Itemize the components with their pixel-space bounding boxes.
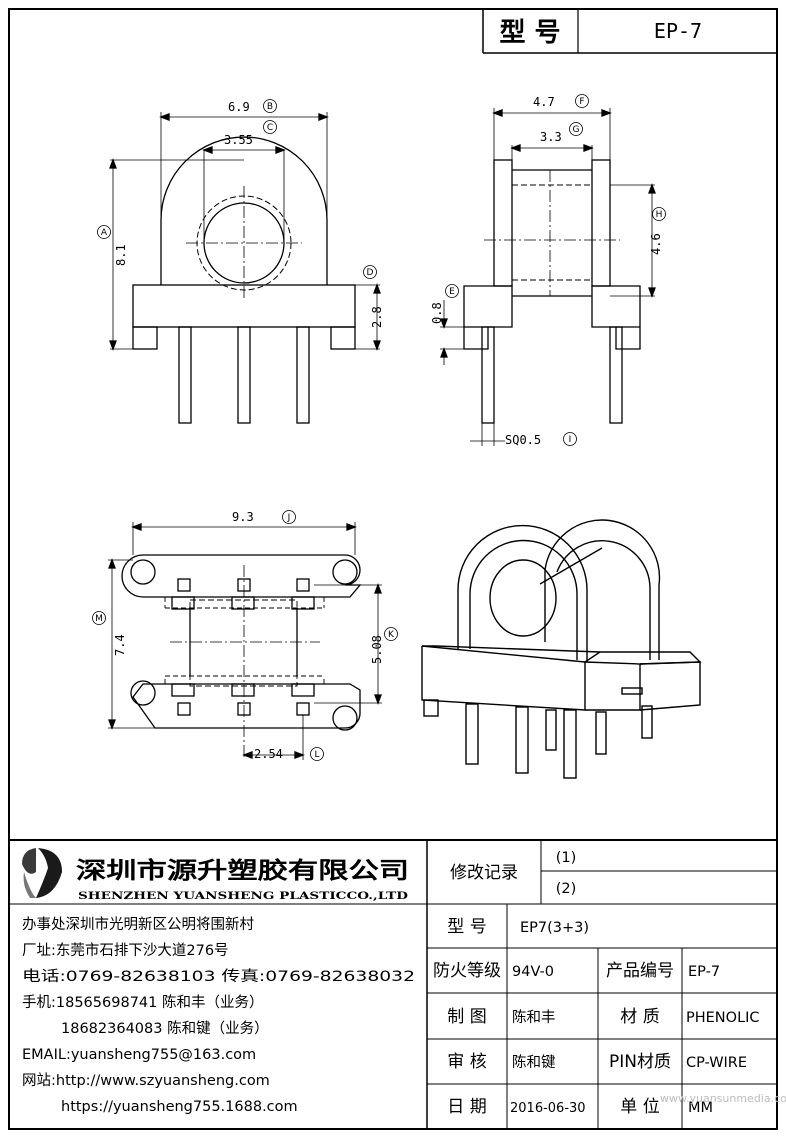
dim-f-value: 4.7: [533, 95, 555, 109]
side-view: [440, 108, 656, 446]
mobile-1: 手机:18565698741 陈和丰（业务）: [22, 993, 263, 1011]
dim-i-value: SQ0.5: [505, 433, 541, 447]
company-logo: [22, 848, 62, 898]
dim-k-value: 5.08: [370, 635, 384, 664]
dim-k-marker: K: [388, 630, 395, 640]
dim-d-marker: D: [367, 268, 374, 278]
dim-b-marker: B: [267, 102, 273, 112]
side-view-labels: 4.7 F 3.3 G H 4.6 E 0.8 SQ0.5 I: [430, 94, 666, 447]
phone-fax: 电话:0769-82638103 传真:0769-82638032: [22, 967, 415, 985]
dim-f-marker: F: [579, 97, 584, 107]
dim-e-marker: E: [449, 287, 455, 297]
model-row-value: EP7(3+3): [520, 920, 589, 936]
fire-rating-value: 94V-0: [512, 964, 554, 980]
pin-material-label: PIN材质: [609, 1052, 671, 1072]
revision-2: (2): [556, 881, 577, 897]
revision-1: (1): [556, 850, 577, 866]
website-1: 网站:http://www.szyuansheng.com: [22, 1072, 270, 1089]
dim-m-value: 7.4: [113, 634, 127, 656]
factory-address: 厂址:东莞市石排下沙大道276号: [22, 942, 229, 959]
website-2: https://yuansheng755.1688.com: [61, 1099, 298, 1115]
material-value: PHENOLIC: [686, 1010, 760, 1026]
company-name-en: SHENZHEN YUANSHENG PLASTICCO.,LTD: [78, 890, 408, 902]
email: EMAIL:yuansheng755@163.com: [22, 1047, 256, 1063]
office-address: 办事处深圳市光明新区公明将围新村: [22, 916, 254, 933]
title-block: 型 号 EP-7: [482, 9, 777, 54]
dim-a-marker: A: [101, 228, 108, 238]
dim-a-value: 8.1: [114, 244, 128, 266]
dim-j-value: 9.3: [232, 510, 254, 524]
model-row-label: 型 号: [447, 917, 486, 937]
date-value: 2016-06-30: [510, 1101, 586, 1116]
fire-rating-label: 防火等级: [433, 961, 501, 981]
product-no-value: EP-7: [688, 964, 720, 980]
info-block-lines: [9, 839, 777, 1129]
revision-label: 修改记录: [450, 863, 518, 883]
dim-c-marker: C: [267, 123, 273, 133]
front-view: [109, 112, 381, 424]
unit-value: MM: [688, 1100, 713, 1116]
bottom-view: [108, 522, 382, 760]
front-view-labels: 6.9 B 3.55 C A 8.1 D 2.8: [97, 99, 384, 328]
reviewer-value: 陈和键: [512, 1053, 556, 1071]
drawn-by-value: 陈和丰: [512, 1008, 556, 1026]
dim-i-marker: I: [569, 435, 572, 445]
bottom-view-labels: 9.3 J M 7.4 5.08 K 2.54 L: [92, 510, 398, 761]
mobile-2: 18682364083 陈和键（业务）: [61, 1019, 269, 1037]
dim-g-marker: G: [573, 125, 580, 135]
dim-m-marker: M: [95, 614, 103, 624]
material-label: 材 质: [620, 1007, 659, 1027]
dim-b-value: 6.9: [228, 100, 250, 114]
pin-material-value: CP-WIRE: [686, 1055, 747, 1071]
reviewer-label: 审 核: [447, 1052, 486, 1072]
model-label: 型 号: [499, 18, 560, 48]
dim-g-value: 3.3: [540, 130, 562, 144]
unit-label: 单 位: [620, 1097, 659, 1117]
dim-e-value: 0.8: [430, 302, 444, 324]
dim-h-marker: H: [656, 210, 663, 220]
dim-d-value: 2.8: [370, 306, 384, 328]
dim-l-value: 2.54: [254, 747, 283, 761]
dim-c-value: 3.55: [224, 133, 253, 147]
drawn-by-label: 制 图: [447, 1007, 486, 1027]
company-name-cn: 深圳市源升塑胶有限公司: [76, 857, 409, 884]
dim-j-marker: J: [287, 513, 291, 523]
dim-l-marker: L: [314, 750, 319, 760]
model-value: EP-7: [654, 19, 702, 43]
watermark: www.yuansunmedia.com: [660, 1092, 786, 1105]
product-no-label: 产品编号: [606, 961, 674, 981]
date-label: 日 期: [447, 1097, 486, 1117]
isometric-view: [421, 519, 702, 779]
dim-h-value: 4.6: [649, 233, 663, 255]
